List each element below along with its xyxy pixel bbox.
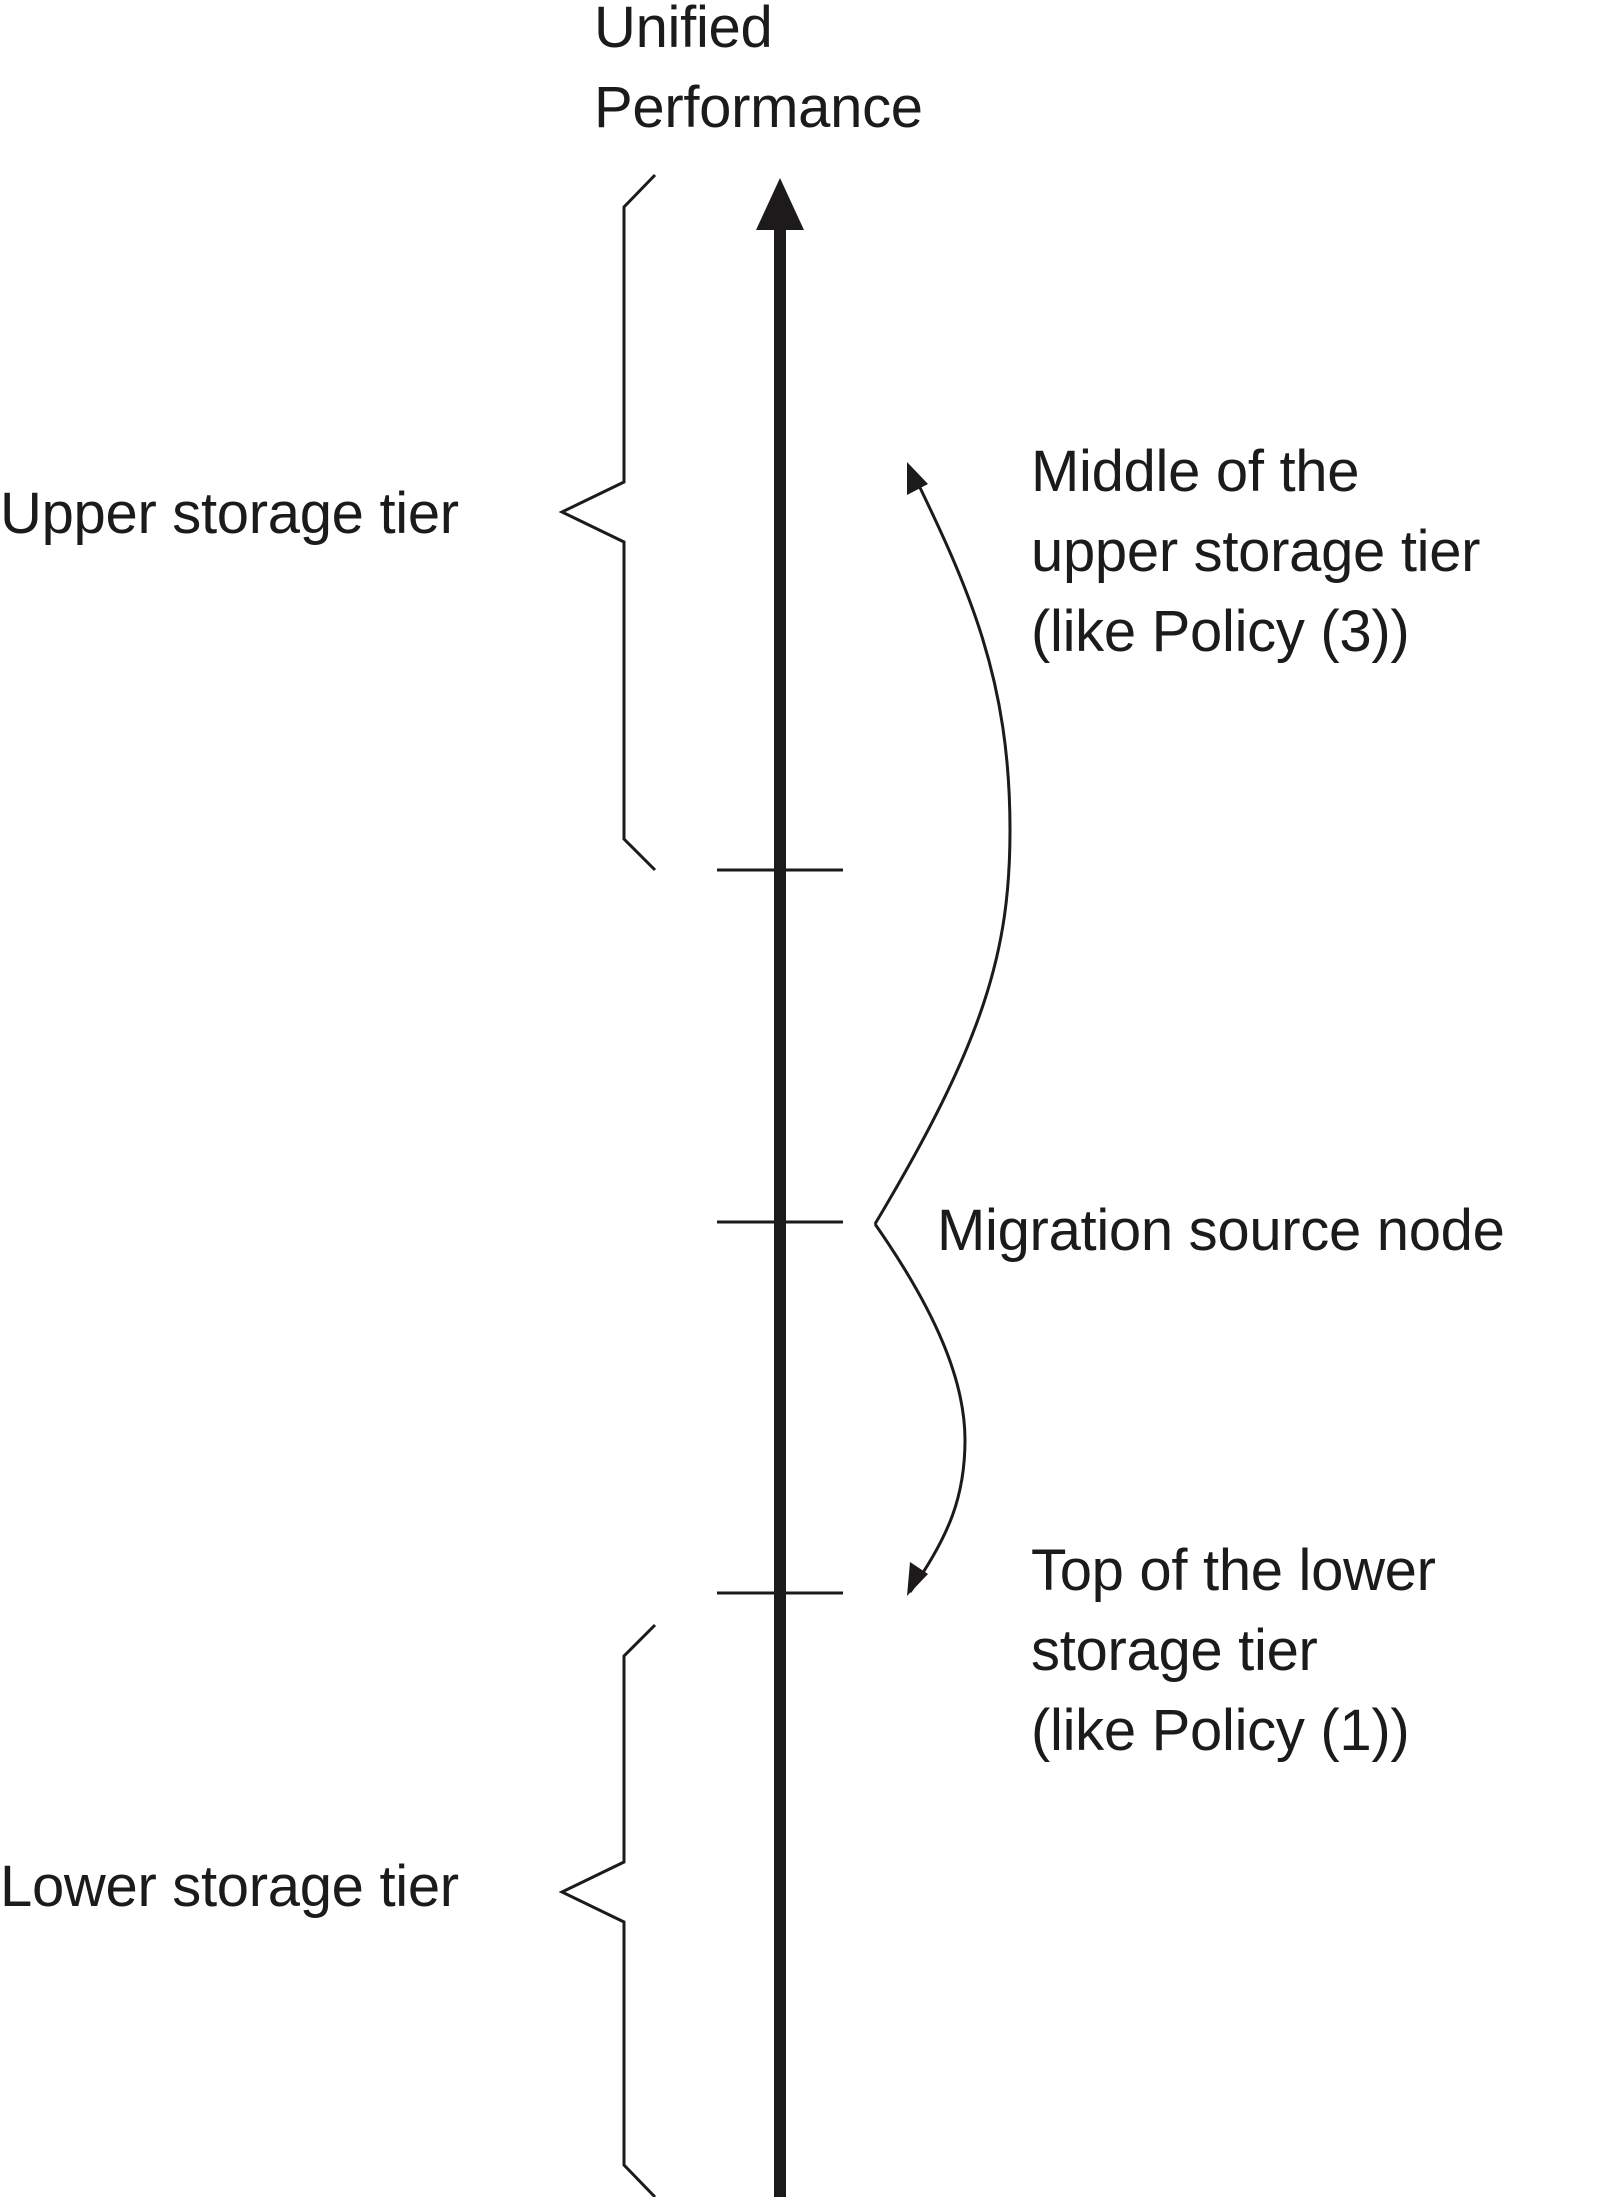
curve-arrow-to-middle-upper (873, 466, 1012, 1225)
upper-tier-label: Upper storage tier (0, 481, 459, 546)
middle-upper-line-3: (like Policy (3)) (1031, 599, 1410, 664)
arrowhead-middle-upper (907, 462, 928, 495)
axis-title: Unified Performance (594, 0, 923, 148)
migration-source-node-label: Migration source node (937, 1198, 1505, 1263)
middle-upper-line-2: upper storage tier (1031, 519, 1481, 584)
top-lower-line-1: Top of the lower (1031, 1538, 1436, 1603)
curve-arrow-to-top-lower (873, 1223, 967, 1593)
axis-title-line-2: Performance (594, 75, 923, 140)
top-lower-line-2: storage tier (1031, 1618, 1318, 1683)
arrowhead-top-lower (907, 1562, 928, 1596)
axis-title-line-1: Unified (594, 0, 773, 60)
top-lower-line-3: (like Policy (1)) (1031, 1698, 1410, 1763)
middle-upper-line-1: Middle of the (1031, 439, 1360, 504)
lower-tier-brace (558, 1623, 657, 2197)
middle-of-upper-tier-label: Middle of the upper storage tier (like P… (1031, 432, 1481, 672)
lower-tier-label: Lower storage tier (0, 1854, 459, 1919)
axis-arrowhead (756, 178, 804, 230)
upper-tier-brace (558, 173, 657, 872)
top-of-lower-tier-label: Top of the lower storage tier (like Poli… (1031, 1531, 1436, 1771)
